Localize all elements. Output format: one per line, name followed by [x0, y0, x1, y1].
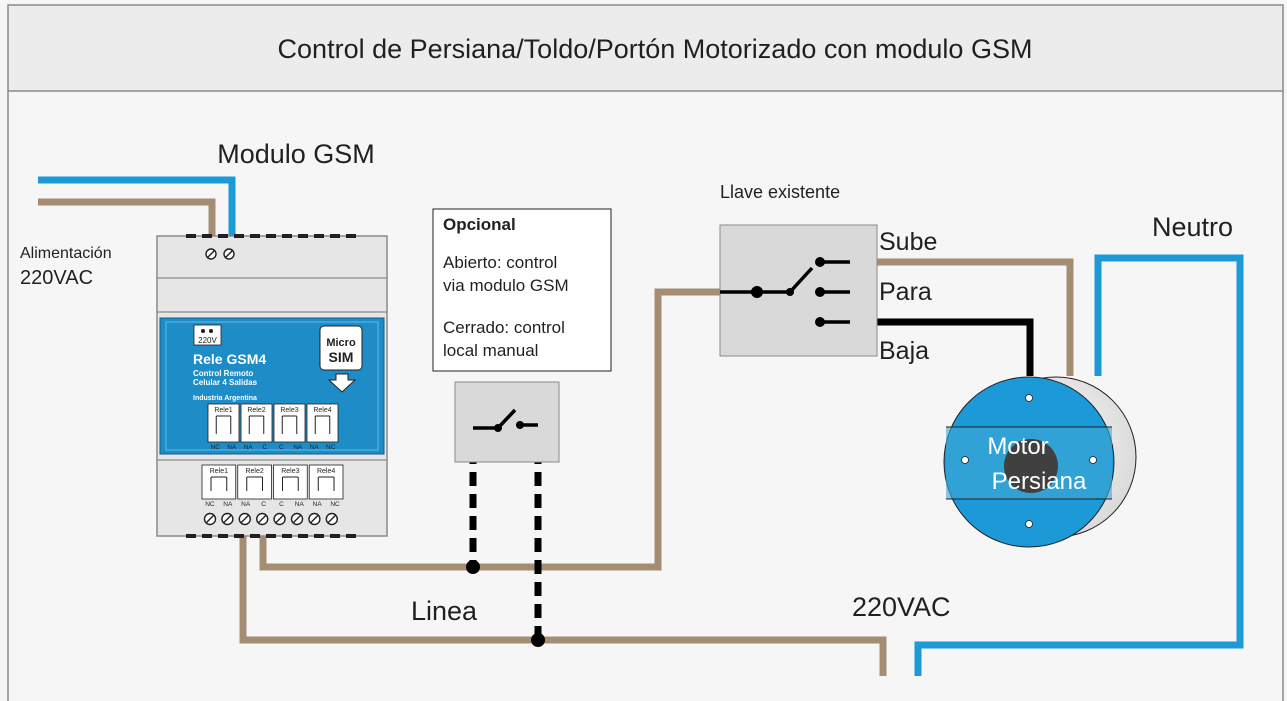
optional-open-line-2: via modulo GSM — [443, 276, 569, 295]
baja-to-motor-wire — [850, 318, 1034, 376]
line-220vac-wire — [239, 530, 887, 676]
terminal-relay-1 — [201, 464, 237, 500]
power-label-voltage: 220VAC — [20, 267, 93, 289]
optional-info-box — [432, 208, 612, 372]
product-subtitle-2: Celular 4 Salidas — [193, 378, 258, 387]
panel-contact-label-3: NA — [244, 444, 254, 451]
panel-contact-label-8: NC — [326, 444, 336, 451]
terminal-contact-label-2: NA — [223, 501, 233, 508]
panel-relay-label-2: Rele2 — [247, 407, 265, 414]
panel-relay-2 — [240, 403, 273, 443]
switch-position-sube: Sube — [879, 228, 937, 256]
optional-heading: Opcional — [443, 215, 516, 234]
terminal-contact-label-6: NA — [295, 501, 305, 508]
output-terminal-screws — [203, 512, 338, 526]
motor-label-2: Persiana — [992, 468, 1087, 495]
terminal-contact-label-8: NC — [330, 501, 340, 508]
mains-voltage-label: 220VAC — [852, 592, 951, 622]
neutral-to-motor-wire — [914, 254, 1244, 676]
panel-contact-label-4: C — [262, 444, 267, 451]
panel-relay-1 — [207, 403, 240, 443]
panel-contact-label-7: NA — [310, 444, 320, 451]
terminal-relay-label-3: Rele3 — [281, 468, 299, 475]
panel-relay-3 — [273, 403, 306, 443]
sim-insert-arrow-icon — [327, 373, 357, 393]
terminal-relay-label-2: Rele2 — [245, 468, 263, 475]
optional-closed-line-1: Cerrado: control — [443, 318, 565, 337]
terminal-relay-label-1: Rele1 — [210, 468, 228, 475]
power-badge — [193, 324, 222, 346]
panel-relay-label-4: Rele4 — [313, 407, 331, 414]
existing-switch-heading: Llave existente — [720, 182, 840, 202]
sim-label-1: Micro — [326, 337, 356, 349]
junction-dot-2 — [531, 633, 545, 647]
power-badge-label: 220V — [198, 336, 217, 345]
terminal-contact-label-4: C — [261, 501, 266, 508]
motor-shaft — [1004, 439, 1058, 493]
switch-position-para: Para — [879, 278, 932, 306]
junction-dot-1 — [466, 560, 480, 574]
switch-position-baja: Baja — [879, 337, 929, 365]
terminal-contact-label-1: NC — [205, 501, 215, 508]
panel-contact-label-5: C — [279, 444, 284, 451]
gsm-to-switch-wire — [259, 288, 720, 571]
sube-to-motor-wire — [850, 258, 1074, 376]
optional-switch-lever — [496, 408, 517, 430]
power-label-small: Alimentación — [20, 245, 112, 262]
terminal-contact-label-3: NA — [241, 501, 251, 508]
terminal-relay-2 — [237, 464, 272, 500]
panel-contact-label-1: NC — [211, 444, 221, 451]
terminal-contact-label-5: C — [279, 501, 284, 508]
gsm-supply-neutral-wire — [38, 176, 236, 240]
gsm-module-heading: Modulo GSM — [217, 139, 375, 169]
terminal-relay-4 — [308, 464, 344, 500]
line-label: Linea — [411, 596, 478, 626]
gsm-supply-line-wire — [38, 198, 216, 240]
wires — [38, 176, 1244, 676]
optional-switch-group: Opcional Abierto: control via modulo GSM… — [432, 208, 612, 463]
title-bar — [7, 4, 1284, 92]
product-subtitle-1: Control Remoto — [193, 369, 254, 378]
panel-contact-label-6: NA — [293, 444, 303, 451]
terminal-relay-3 — [273, 464, 308, 500]
optional-switch-box — [454, 381, 560, 463]
panel-contact-label-2: NA — [227, 444, 237, 451]
panel-relay-4 — [306, 403, 339, 443]
optional-closed-line-2: local manual — [443, 341, 538, 360]
neutral-label: Neutro — [1152, 212, 1233, 242]
sim-label-2: SIM — [329, 349, 354, 365]
sim-slot-icon — [319, 325, 363, 371]
terminal-contact-label-7: NA — [313, 501, 323, 508]
supply-terminal-screws — [205, 248, 235, 260]
diagram-title: Control de Persiana/Toldo/Portón Motoriz… — [278, 34, 1033, 64]
motor: Motor Persiana — [943, 376, 1137, 548]
existing-switch-lever — [788, 266, 814, 294]
existing-switch-group: Llave existente Sube Para Baja — [719, 182, 937, 365]
panel-relay-label-3: Rele3 — [280, 407, 298, 414]
terminal-relay-label-4: Rele4 — [317, 468, 335, 475]
motor-label-1: Motor — [987, 433, 1048, 460]
product-maker: Industria Argentina — [193, 395, 257, 402]
product-name: Rele GSM4 — [193, 351, 266, 367]
panel-relay-label-1: Rele1 — [214, 407, 232, 414]
optional-open-line-1: Abierto: control — [443, 253, 557, 272]
gsm-module: Modulo GSM Alimentación 220VAC 220V Micr… — [20, 139, 388, 538]
